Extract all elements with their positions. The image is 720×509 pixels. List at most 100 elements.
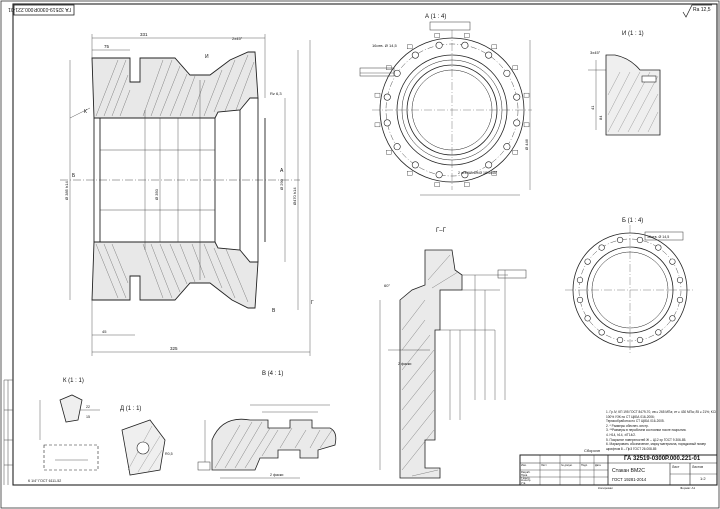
- drawing-border: [12, 3, 718, 486]
- roughness-text: Ra 12,5: [693, 7, 711, 13]
- dim-325: 325: [170, 346, 178, 351]
- bolt-hole: [655, 244, 662, 251]
- view-v: В (4 : 1) 2 фаски: [197, 371, 337, 479]
- doc-code: ГА 32519-0300Р.000.221-01: [624, 456, 701, 462]
- title-block-label: Подп.: [581, 464, 588, 467]
- bolt-hole: [383, 119, 391, 127]
- view-k-22: 22: [86, 405, 90, 409]
- hole-marker: [407, 170, 413, 176]
- label-i: И: [205, 54, 209, 60]
- main-dimension-texts: 331 75 325 45 Ø 385 h14 Ø470 h14 Ø 350 Ø…: [64, 32, 314, 351]
- dim-bore: Ø 350: [154, 188, 159, 200]
- bolt-hole: [393, 69, 401, 77]
- left-margin-strip: [3, 379, 13, 485]
- label-b: Б: [72, 173, 76, 179]
- hole-marker: [407, 44, 413, 50]
- view-k-title: К (1 : 1): [63, 378, 84, 384]
- hole-marker: [523, 92, 530, 98]
- view-a-title: А (1 : 4): [425, 14, 446, 20]
- bolt-hole: [636, 336, 644, 344]
- title-block-label: Утв.: [521, 482, 526, 486]
- bolt-hole: [669, 315, 676, 322]
- note-line: 1. Гр.IV, КП 195 ГОСТ 8479-70, σв ≥ 265 …: [606, 410, 716, 414]
- bolt-hole: [513, 93, 521, 101]
- bolt-hole: [655, 329, 662, 336]
- hole-marker: [491, 44, 497, 50]
- bolt-hole: [503, 69, 511, 77]
- bolt-hole: [584, 315, 591, 322]
- view-i-title: И (1 : 1): [622, 31, 644, 37]
- bolt-hole: [616, 336, 624, 344]
- doc-code-stamp-box: ГА 32519-0300Р.000.221-01: [8, 4, 75, 16]
- hole-marker: [491, 170, 497, 176]
- dim-470: Ø470 h14: [292, 187, 297, 205]
- bolt-hole: [513, 119, 521, 127]
- bolt-hole: [576, 276, 584, 284]
- view-i-chamfer: 3х45°: [590, 50, 601, 55]
- section-gg-60: 60°: [384, 283, 390, 288]
- dim-bolt: Ø 385 h14: [64, 181, 69, 200]
- note-line: 6. Маркировать обозначение, марку матери…: [606, 442, 707, 447]
- section-gg-fasks: 2 фаски: [398, 362, 411, 366]
- bolt-hole: [485, 161, 493, 169]
- dim-331: 331: [140, 32, 148, 37]
- title-block-label: Изм.: [521, 464, 527, 467]
- view-d-title: Д (1 : 1): [120, 406, 141, 412]
- title-block-label: Т.контр.: [521, 476, 531, 480]
- view-v-fasks: 2 фаски: [270, 473, 283, 477]
- view-d: Д (1 : 1) R0,5: [120, 406, 173, 476]
- view-v-title: В (4 : 1): [262, 371, 283, 377]
- main-dimensions: [69, 34, 311, 356]
- label-v: В: [272, 308, 276, 314]
- bolt-hole: [598, 329, 605, 336]
- bolt-hole: [503, 143, 511, 151]
- note-line: 5. Покрытие поверхностей Ж – Ц12 хр ГОСТ…: [606, 437, 687, 442]
- hole-marker: [374, 122, 381, 128]
- bolt-hole: [584, 258, 591, 265]
- hole-marker: [512, 150, 518, 155]
- view-a-pcd: Ø 446: [524, 138, 529, 150]
- material: ГОСТ 19281-2014: [612, 477, 647, 482]
- view-b-bolt-holes: [576, 236, 684, 344]
- view-k-thread: К 1/4" ГОСТ 6111-52: [28, 479, 61, 483]
- title-block-label: Н.контр.: [521, 479, 531, 483]
- dim-290: Ø 290: [279, 178, 284, 190]
- bolt-hole: [411, 161, 419, 169]
- section-g-g: Г–Г 60° 2 фаски: [379, 228, 527, 479]
- bolt-hole: [411, 51, 419, 59]
- title-block-label: Разраб.: [521, 471, 531, 474]
- view-k: К (1 : 1) 22 15 К 1/4" ГОСТ 6111-52: [28, 378, 100, 483]
- bolt-hole: [616, 236, 624, 244]
- dim-75: 75: [104, 44, 110, 49]
- view-i-41: 41: [590, 105, 595, 110]
- part-type: Сборочн: [584, 448, 601, 453]
- view-a-m8-dim: 2 отв М8-6Н/Ø 18/4х45°: [458, 171, 498, 175]
- view-b-holes-dim: 16отв. Ø 14,5: [647, 235, 669, 239]
- section-gg-title: Г–Г: [436, 228, 447, 234]
- bolt-hole: [669, 258, 676, 265]
- copy-label: Копировал: [598, 486, 614, 490]
- bolt-hole: [576, 296, 584, 304]
- note-line: Термообработка по СТ ЦКБА 016-2005.: [606, 419, 665, 424]
- view-b: Б (1 : 4) 16отв. Ø 14,5: [565, 218, 695, 355]
- bolt-hole: [393, 143, 401, 151]
- bolt-hole: [598, 244, 605, 251]
- title-block: [519, 454, 718, 486]
- dim-rz: Rz 6,3: [270, 91, 282, 96]
- title-block-label: Дата: [595, 464, 601, 467]
- main-section-view: [60, 51, 300, 309]
- hole-marker: [434, 33, 440, 38]
- roughness-mark: Ra 12,5: [682, 4, 712, 18]
- view-k-15: 15: [86, 415, 90, 419]
- sheets-label: Листов: [692, 465, 704, 469]
- bolt-hole: [435, 171, 443, 179]
- hole-marker: [464, 182, 470, 187]
- hole-marker: [512, 65, 518, 70]
- title-block-label: № докум.: [561, 464, 573, 467]
- note-line: 2. * Размеры обеспеч. инстр.: [606, 423, 649, 428]
- view-b-title: Б (1 : 4): [622, 218, 643, 224]
- view-a-holes-dim: 16отв. Ø 14,5: [372, 43, 398, 48]
